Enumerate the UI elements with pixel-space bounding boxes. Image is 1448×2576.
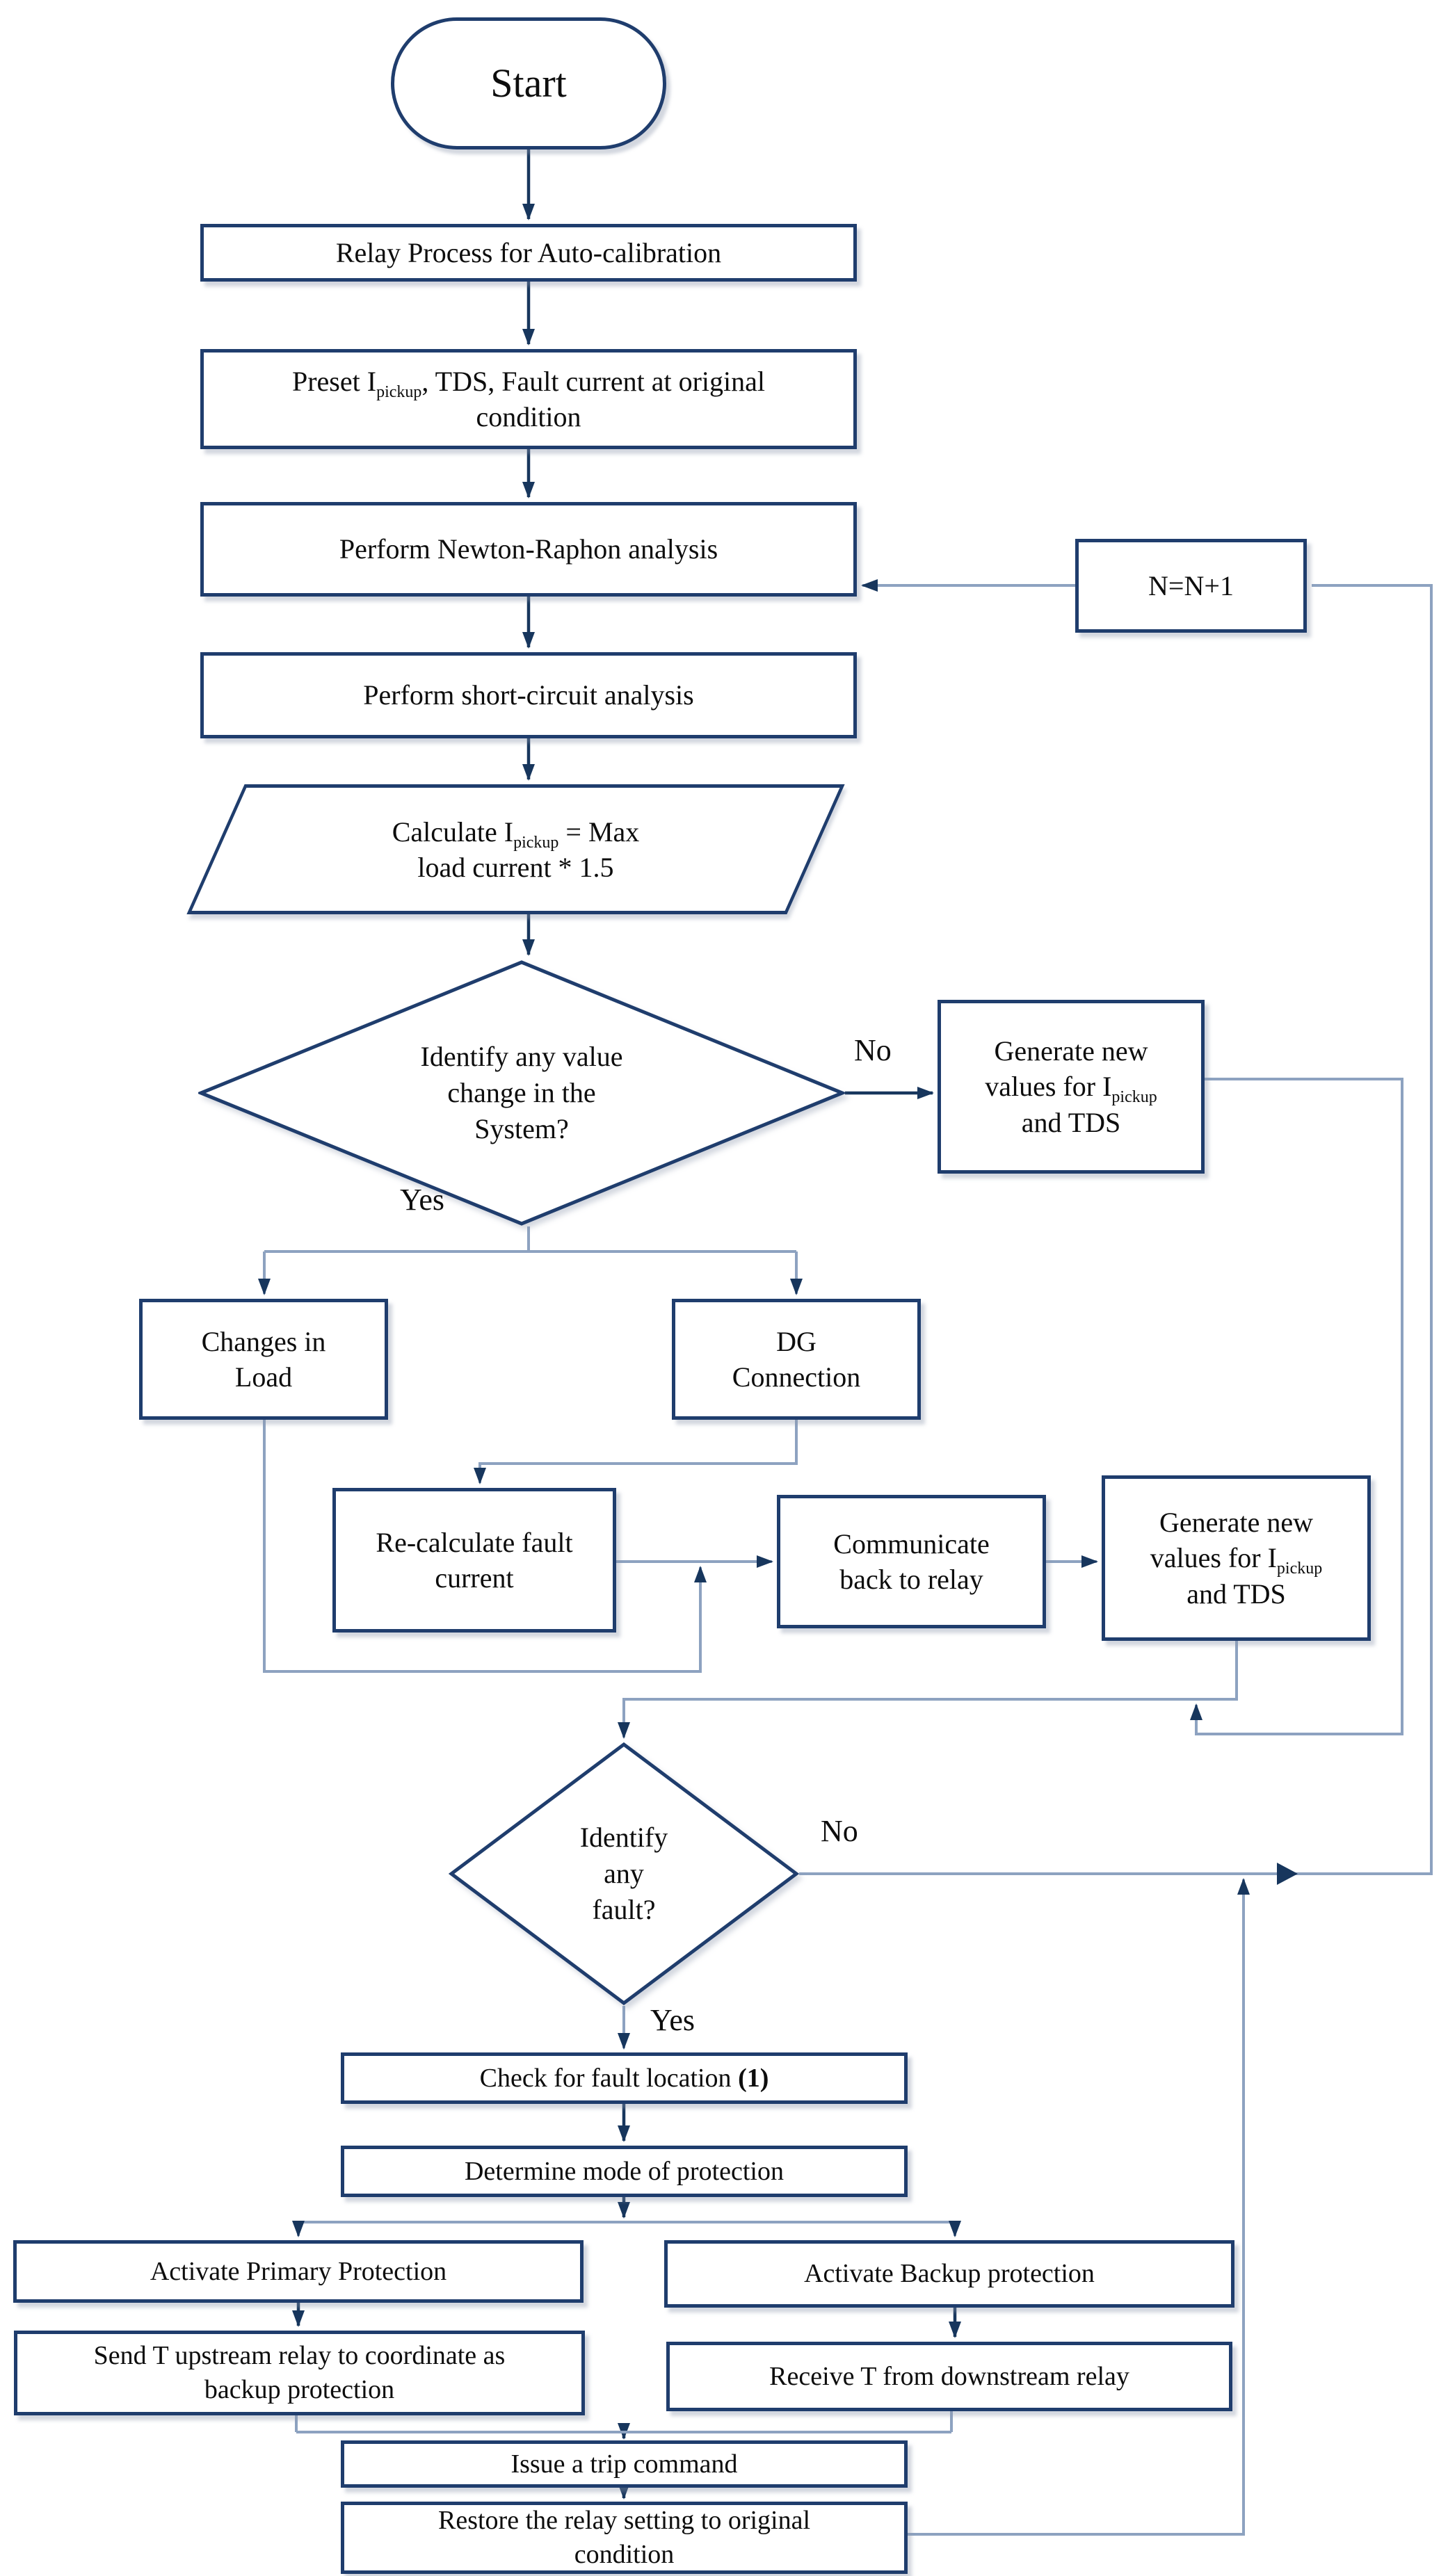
label-yes-1: Yes [400, 1183, 445, 1217]
primary-protection-box: Activate Primary Protection [13, 2240, 584, 2303]
receive-t-downstream-label: Receive T from downstream relay [769, 2361, 1129, 2391]
relay-process-box: Relay Process for Auto-calibration [200, 224, 857, 282]
check-fault-location-box: Check for fault location (1) [341, 2052, 908, 2104]
label-no-2: No [821, 1814, 858, 1848]
mode-protection-box: Determine mode of protection [341, 2146, 908, 2197]
n-increment-box: N=N+1 [1075, 539, 1307, 633]
relay-process-label: Relay Process for Auto-calibration [335, 236, 722, 268]
label-no-1: No [854, 1033, 892, 1067]
label-yes-2: Yes [650, 2003, 695, 2037]
mode-protection-label: Determine mode of protection [464, 2156, 784, 2186]
newton-raphson-label: Perform Newton-Raphon analysis [339, 533, 718, 565]
start-terminator: Start [391, 17, 666, 149]
trip-command-box: Issue a trip command [341, 2440, 908, 2488]
backup-protection-label: Activate Backup protection [804, 2259, 1095, 2289]
backup-protection-box: Activate Backup protection [664, 2240, 1234, 2308]
primary-protection-label: Activate Primary Protection [150, 2256, 447, 2286]
fault-diamond-shape [449, 1742, 799, 2006]
short-circuit-label: Perform short-circuit analysis [363, 679, 694, 711]
trip-command-label: Issue a trip command [510, 2449, 738, 2479]
newton-raphson-box: Perform Newton-Raphon analysis [200, 502, 857, 597]
n-increment-label: N=N+1 [1148, 569, 1234, 601]
preset-box: Preset Ipickup, TDS, Fault current at or… [200, 349, 857, 449]
preset-label: Preset Ipickup, TDS, Fault current at or… [291, 365, 766, 432]
value-change-diamond-shape [198, 960, 845, 1226]
receive-t-downstream-box: Receive T from downstream relay [666, 2342, 1232, 2411]
check-fault-location-label: Check for fault location (1) [479, 2063, 769, 2093]
short-circuit-box: Perform short-circuit analysis [200, 652, 857, 738]
start-label: Start [490, 60, 567, 106]
